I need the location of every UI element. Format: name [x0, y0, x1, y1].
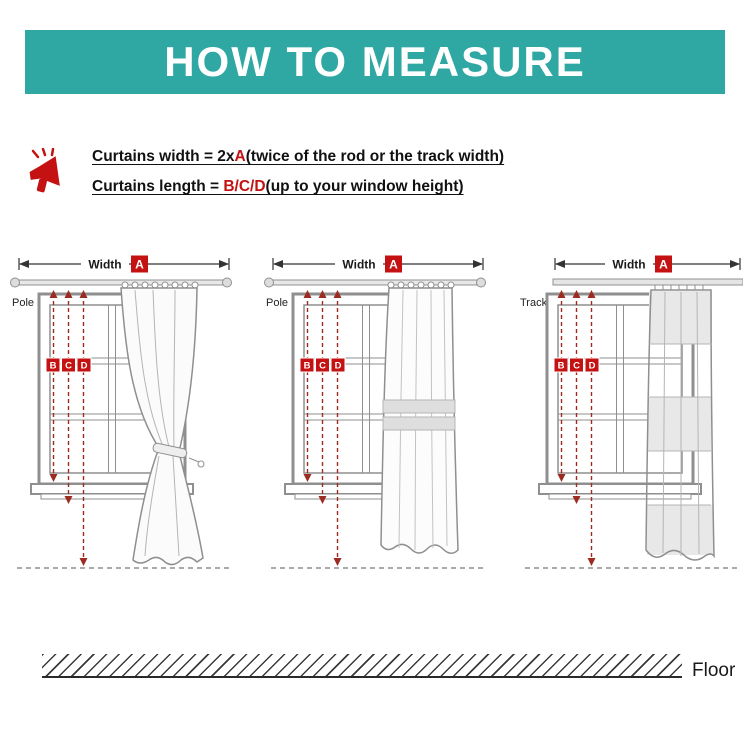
window-sill — [538, 483, 702, 495]
tieback-band — [152, 442, 188, 459]
letter-c: C — [65, 361, 72, 372]
mount-label: Pole — [12, 297, 34, 309]
letter-d: D — [589, 361, 596, 372]
length-letter-boxes: B C D — [45, 357, 92, 373]
diagram-track-striped-curtain: Width A Track — [520, 255, 743, 569]
width-label: Width — [342, 258, 375, 272]
sheer-curtain — [380, 281, 459, 554]
letter-b: B — [558, 361, 565, 372]
width-label: Width — [612, 258, 645, 272]
instruction-line-width: Curtains width = 2xA(twice of the rod or… — [92, 148, 504, 166]
diagram-pole-sheer-curtain: Width A Pole — [264, 255, 486, 569]
mount-label: Track — [520, 297, 548, 309]
curtain-pole — [10, 277, 232, 288]
length-letter-boxes: B C D — [299, 357, 346, 373]
lace-band — [382, 399, 456, 414]
letter-c: C — [573, 361, 580, 372]
measure-diagrams: Width A Pole — [0, 250, 750, 600]
width-label: Width — [88, 258, 121, 272]
letter-c: C — [319, 361, 326, 372]
letter-b: B — [50, 361, 57, 372]
width-rule-letter: A — [234, 148, 246, 165]
curtain-pole — [264, 277, 486, 288]
width-rule-prefix: Curtains width = 2x — [92, 148, 235, 165]
tied-back-curtain — [120, 281, 205, 566]
length-rule-letters: B/C/D — [223, 178, 266, 195]
instructions-panel: Curtains width = 2xA(twice of the rod or… — [26, 148, 504, 196]
length-rule-prefix: Curtains length = — [92, 178, 224, 195]
length-letter-boxes: B C D — [553, 357, 600, 373]
mount-label: Pole — [266, 297, 288, 309]
length-rule-suffix: (up to your window height) — [265, 178, 464, 195]
letter-d: D — [81, 361, 88, 372]
length-arrows — [52, 294, 85, 560]
length-arrows — [560, 294, 593, 560]
letter-d: D — [335, 361, 342, 372]
instruction-lines: Curtains width = 2xA(twice of the rod or… — [92, 148, 504, 196]
length-arrows — [306, 294, 339, 560]
diagram-pole-tied-curtain: Width A Pole — [10, 255, 232, 569]
floor-label: Floor — [692, 660, 736, 681]
floor-hatch — [42, 654, 682, 678]
lace-band — [382, 416, 456, 431]
width-letter: A — [659, 258, 668, 272]
width-rule-suffix: (twice of the rod or the track width) — [245, 148, 505, 165]
megaphone-icon — [29, 148, 60, 193]
width-letter: A — [135, 258, 144, 272]
width-letter: A — [389, 258, 398, 272]
page-title: HOW TO MEASURE — [164, 38, 586, 85]
width-letter-box — [131, 255, 148, 273]
letter-b: B — [304, 361, 311, 372]
curtain-track — [552, 278, 743, 290]
width-letter-box — [655, 255, 672, 273]
instruction-line-length: Curtains length = B/C/D(up to your windo… — [92, 178, 504, 196]
striped-panel-curtain — [645, 289, 715, 561]
header-banner: HOW TO MEASURE — [25, 30, 725, 94]
width-letter-box — [385, 255, 402, 273]
tieback-hook — [197, 460, 205, 468]
